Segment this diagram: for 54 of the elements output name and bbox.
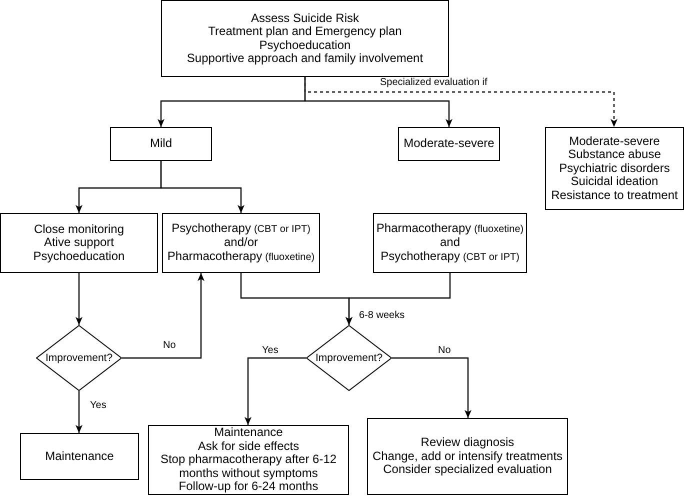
decision-text: Improvement? (45, 352, 113, 364)
box-text: Mild (150, 137, 172, 151)
process-box (148, 425, 349, 495)
box-text: Resistance to treatment (551, 188, 678, 202)
box-text: Follow-up for 6-24 months (178, 480, 318, 494)
box-text: Ask for side effects (198, 440, 300, 454)
arrow (122, 273, 204, 359)
box-text: Ative support (44, 236, 114, 250)
box-text: Psychoeducation (259, 38, 351, 52)
box-text: (fluoxetine) (474, 222, 524, 236)
arrow (304, 77, 452, 127)
box-text: Assess Suicide Risk (250, 12, 360, 25)
box-text: Pharmacotherapy (167, 250, 262, 264)
box-text: (CBT or IPT) (254, 222, 310, 236)
arrow (304, 77, 618, 127)
box-text: Supportive approach and family involvement (186, 52, 424, 66)
process-box (367, 418, 568, 495)
box-text: Suicidal ideation (570, 175, 658, 189)
box-text: Psychotherapy (380, 250, 460, 264)
arrow (392, 357, 472, 418)
box-text: Maintenance (45, 450, 114, 464)
arrow (160, 161, 244, 213)
arrow (244, 357, 306, 425)
box-text: Consider specialized evaluation (383, 463, 552, 477)
edge-label: Specialized evaluation if (379, 77, 488, 89)
process-box (545, 127, 684, 210)
process-box (161, 0, 449, 77)
process-box (20, 433, 139, 480)
arrow (346, 273, 451, 325)
box-text: Pharmacotherapy (376, 222, 472, 236)
decision-text: Improvement? (315, 352, 383, 364)
box-text: Psychoeducation (33, 250, 125, 264)
box-text: Change, add or intensify treatments (372, 450, 563, 464)
box-text: and (440, 236, 460, 250)
process-box (110, 127, 212, 161)
process-box (398, 127, 500, 161)
box-text: (fluoxetine) (265, 250, 315, 264)
process-box (0, 213, 158, 273)
box-text: Moderate-severe (404, 137, 494, 151)
box-text: Treatment plan and Emergency plan (208, 25, 402, 38)
box-text: Stop pharmacotherapy after 6-12 months without symptoms (159, 453, 338, 480)
process-box (162, 213, 320, 273)
arrow (76, 391, 82, 433)
box-text: Review diagnosis (420, 436, 514, 450)
box-text: Maintenance (214, 426, 283, 440)
box-text: and/or (224, 236, 258, 250)
box-text: Close monitoring (34, 222, 124, 236)
box-text: Moderate-severe (569, 134, 660, 148)
box-text: Psychotherapy (172, 222, 251, 236)
box-text: Substance abuse (568, 148, 661, 162)
process-box (373, 213, 527, 273)
arrow (76, 273, 82, 325)
box-text: Psychiatric disorders (559, 162, 670, 176)
box-text: (CBT or IPT) (462, 250, 520, 264)
